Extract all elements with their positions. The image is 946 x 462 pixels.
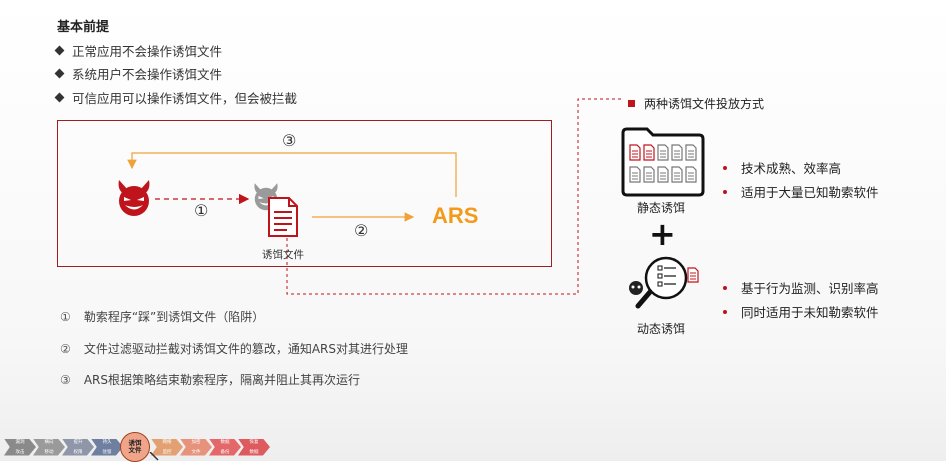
step-number: ① bbox=[60, 310, 71, 324]
step-text: ARS根据策略结束勒索程序，隔离并阻止其再次运行 bbox=[83, 373, 360, 387]
deploy-methods-title: 两种诱饵文件投放方式 bbox=[628, 95, 764, 112]
plus-sign: + bbox=[649, 215, 676, 253]
ars-label: ARS bbox=[432, 203, 479, 228]
deploy-methods-title-text: 两种诱饵文件投放方式 bbox=[644, 97, 765, 111]
grey-document-icon bbox=[643, 166, 655, 183]
dynamic-bait-label: 动态诱饵 bbox=[637, 322, 686, 336]
grey-document-icon bbox=[685, 166, 697, 183]
progress-step[interactable]: 漏洞攻击 bbox=[4, 438, 36, 456]
premise-item: 可信应用可以操作诱饵文件，但会被拦截 bbox=[54, 88, 297, 107]
step-marker-3: ③ bbox=[282, 131, 297, 150]
step-marker-2: ② bbox=[354, 221, 369, 240]
arrow-3-line bbox=[127, 152, 457, 197]
grey-document-icon bbox=[657, 166, 669, 183]
ransomware-devil-icon bbox=[118, 180, 150, 216]
dot-bullet-icon bbox=[723, 285, 727, 290]
progress-step[interactable]: 加密文件 bbox=[180, 438, 212, 456]
static-bullet-text: 技术成熟、效率高 bbox=[741, 161, 842, 176]
premise-text: 系统用户不会操作诱饵文件 bbox=[72, 67, 223, 82]
step-item: ② 文件过滤驱动拦截对诱饵文件的篡改，通知ARS对其进行处理 bbox=[60, 340, 408, 357]
premise-text: 可信应用可以操作诱饵文件，但会被拦截 bbox=[72, 91, 298, 106]
progress-step[interactable]: 持久驻留 bbox=[91, 438, 123, 456]
diagram-frame bbox=[57, 120, 552, 267]
step-number: ② bbox=[60, 342, 71, 356]
progress-step[interactable]: 恢复数据 bbox=[238, 438, 270, 456]
static-bullet: 技术成熟、效率高 bbox=[723, 158, 841, 177]
dynamic-bullet: 同时适用于未知勒索软件 bbox=[723, 302, 879, 321]
bait-file-label: 诱饵文件 bbox=[262, 249, 304, 261]
red-document-icon bbox=[629, 144, 641, 161]
static-bullet: 适用于大量已知勒索软件 bbox=[723, 182, 879, 201]
section-title: 基本前提 bbox=[57, 20, 110, 35]
premise-item: 系统用户不会操作诱饵文件 bbox=[54, 64, 222, 83]
dynamic-bait-magnifier-icon bbox=[629, 256, 699, 309]
step-item: ① 勒索程序“踩”到诱饵文件（陷阱） bbox=[60, 308, 264, 325]
dynamic-bullet-text: 同时适用于未知勒索软件 bbox=[741, 305, 879, 320]
progress-bar: 漏洞攻击 横向移动 提升权限 持久驻留 诱饵文件 网络监控 加密文件 数据备份 … bbox=[4, 432, 270, 462]
grey-document-icon bbox=[657, 144, 669, 161]
premise-text: 正常应用不会操作诱饵文件 bbox=[72, 44, 223, 59]
dot-bullet-icon bbox=[723, 189, 727, 194]
static-bullet-text: 适用于大量已知勒索软件 bbox=[741, 185, 879, 200]
dot-bullet-icon bbox=[723, 165, 727, 170]
red-document-icon bbox=[643, 144, 655, 161]
progress-step[interactable]: 网络监控 bbox=[151, 438, 183, 456]
grey-document-icon bbox=[671, 166, 683, 183]
square-bullet-icon bbox=[628, 100, 635, 107]
premise-item: 正常应用不会操作诱饵文件 bbox=[54, 41, 222, 60]
dynamic-bullet-text: 基于行为监测、识别率高 bbox=[741, 281, 879, 296]
grey-document-icon bbox=[685, 144, 697, 161]
dynamic-bullet: 基于行为监测、识别率高 bbox=[723, 278, 879, 297]
step-number: ③ bbox=[60, 373, 71, 387]
bait-file-icon bbox=[268, 197, 298, 237]
static-bait-folder-icon bbox=[621, 127, 705, 197]
step-text: 文件过滤驱动拦截对诱饵文件的篡改，通知ARS对其进行处理 bbox=[83, 342, 408, 356]
progress-step[interactable]: 提升权限 bbox=[62, 438, 94, 456]
grey-document-icon bbox=[671, 144, 683, 161]
dot-bullet-icon bbox=[723, 309, 727, 314]
magnifier-handle-icon bbox=[149, 452, 159, 461]
step-item: ③ ARS根据策略结束勒索程序，隔离并阻止其再次运行 bbox=[60, 371, 360, 388]
progress-step[interactable]: 数据备份 bbox=[209, 438, 241, 456]
grey-document-icon bbox=[629, 166, 641, 183]
progress-step[interactable]: 横向移动 bbox=[33, 438, 65, 456]
progress-step-active[interactable]: 诱饵文件 bbox=[120, 432, 150, 462]
step-text: 勒索程序“踩”到诱饵文件（陷阱） bbox=[83, 310, 265, 324]
step-marker-1: ① bbox=[194, 201, 209, 220]
static-bait-label: 静态诱饵 bbox=[637, 201, 686, 215]
